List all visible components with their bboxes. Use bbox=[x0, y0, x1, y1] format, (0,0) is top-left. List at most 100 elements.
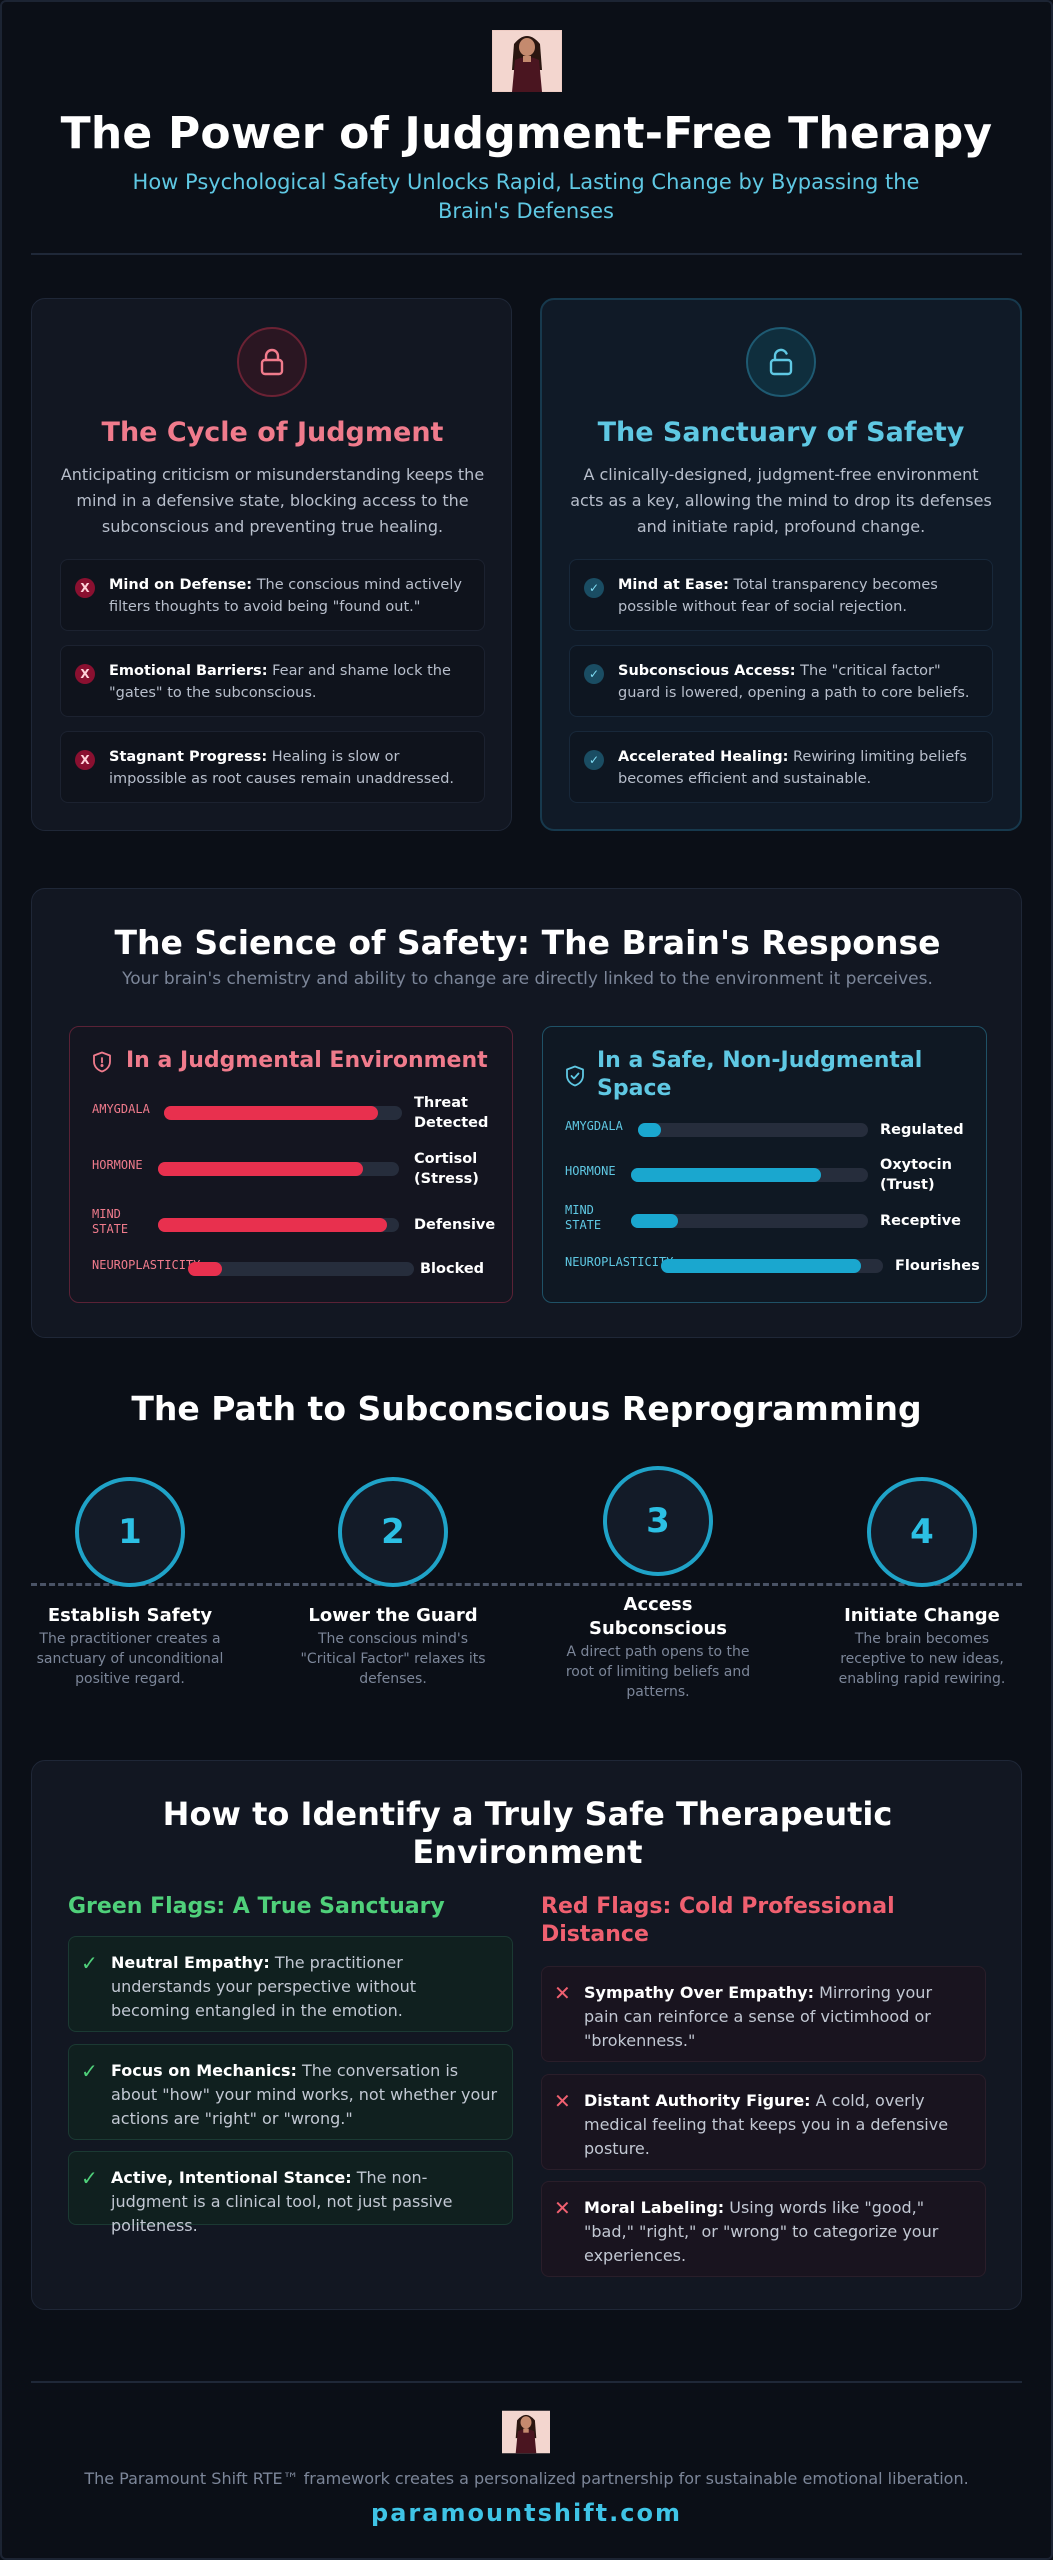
card-description: A clinically-designed, judgment-free env… bbox=[570, 465, 992, 536]
bar-value: Receptive bbox=[880, 1213, 961, 1229]
x-icon: ✕ bbox=[554, 2196, 571, 2220]
item-label: Accelerated Healing: bbox=[618, 749, 789, 765]
bar-label: HORMONE bbox=[565, 1164, 616, 1178]
card-title: The Cycle of Judgment bbox=[101, 417, 444, 448]
list-item: ✓ Mind at Ease: Total transparency becom… bbox=[569, 559, 993, 631]
item-label: Neutral Empathy: bbox=[111, 1953, 270, 1972]
step-desc: The practitioner creates a sanctuary of … bbox=[36, 1631, 224, 1687]
bar-value: Threat Detected bbox=[414, 1095, 489, 1131]
card-description: Anticipating criticism or misunderstandi… bbox=[60, 465, 485, 536]
lock-icon bbox=[237, 327, 307, 397]
step-title: Access Subconscious bbox=[589, 1594, 727, 1639]
panel-title: In a Safe, Non-Judgmental Space bbox=[597, 1048, 923, 1101]
bar-label: AMYGDALA bbox=[92, 1102, 150, 1116]
item-label: Mind at Ease: bbox=[618, 577, 729, 593]
step-title: Initiate Change bbox=[844, 1605, 1000, 1626]
item-label: Stagnant Progress: bbox=[109, 749, 268, 765]
bar-value: Blocked bbox=[420, 1261, 485, 1277]
item-text: The non-judgment is a clinical tool, not… bbox=[111, 2168, 453, 2235]
shield-check-icon bbox=[565, 1065, 585, 1091]
bar-fill bbox=[158, 1218, 387, 1232]
item-text: Healing is slow or impossible as root ca… bbox=[109, 749, 455, 787]
section-title: The Path to Subconscious Reprogramming bbox=[131, 1389, 922, 1428]
item-text: Mirroring your pain can reinforce a sens… bbox=[584, 1983, 933, 2050]
list-item: ✓ Focus on Mechanics: The conversation i… bbox=[68, 2044, 513, 2140]
item-text: The "critical factor" guard is lowered, … bbox=[618, 663, 970, 701]
list-item: ✕ Sympathy Over Empathy: Mirroring your … bbox=[541, 1966, 986, 2062]
step-desc: A direct path opens to the root of limit… bbox=[565, 1644, 751, 1700]
bar-fill bbox=[158, 1162, 363, 1176]
section-title: How to Identify a Truly Safe Therapeutic… bbox=[162, 1795, 893, 1871]
divider bbox=[31, 2381, 1022, 2383]
check-icon: ✓ bbox=[584, 664, 604, 684]
check-icon: ✓ bbox=[584, 578, 604, 598]
item-text: Using words like "good," "bad," "right,"… bbox=[584, 2198, 939, 2265]
list-item: ✓ Neutral Empathy: The practitioner unde… bbox=[68, 1936, 513, 2032]
check-icon: ✓ bbox=[81, 1951, 98, 1975]
science-section: The Science of Safety: The Brain's Respo… bbox=[31, 888, 1022, 1338]
shield-alert-icon bbox=[92, 1051, 112, 1077]
list-item: X Emotional Barriers: Fear and shame loc… bbox=[60, 645, 485, 717]
list-item: ✕ Moral Labeling: Using words like "good… bbox=[541, 2181, 986, 2277]
sanctuary-of-safety-card: The Sanctuary of Safety A clinically-des… bbox=[540, 298, 1022, 831]
step-number: 3 bbox=[603, 1466, 713, 1576]
check-icon: ✓ bbox=[81, 2059, 98, 2083]
bar-value: Defensive bbox=[414, 1217, 496, 1233]
safe-space-panel: In a Safe, Non-Judgmental Space AMYGDALA… bbox=[542, 1026, 987, 1303]
website-link[interactable]: paramountshift.com bbox=[371, 2499, 682, 2527]
item-text: Fear and shame lock the "gates" to the s… bbox=[109, 663, 451, 701]
item-label: Focus on Mechanics: bbox=[111, 2061, 297, 2080]
x-icon: ✕ bbox=[554, 1981, 571, 2005]
bar-label: MIND STATE bbox=[92, 1207, 129, 1236]
item-text: A cold, overly medical feeling that keep… bbox=[584, 2091, 949, 2158]
bar-value: Flourishes bbox=[895, 1258, 980, 1274]
item-label: Distant Authority Figure: bbox=[584, 2091, 811, 2110]
list-item: X Mind on Defense: The conscious mind ac… bbox=[60, 559, 485, 631]
step-desc: The conscious mind's "Critical Factor" r… bbox=[300, 1631, 486, 1687]
bar-value: Oxytocin (Trust) bbox=[880, 1157, 952, 1193]
list-item: ✕ Distant Authority Figure: A cold, over… bbox=[541, 2074, 986, 2170]
green-flags-heading: Green Flags: A True Sanctuary bbox=[68, 1894, 445, 1919]
list-item: X Stagnant Progress: Healing is slow or … bbox=[60, 731, 485, 803]
card-title: The Sanctuary of Safety bbox=[597, 417, 965, 448]
divider bbox=[31, 253, 1022, 255]
avatar bbox=[491, 29, 563, 93]
step-number: 4 bbox=[867, 1477, 977, 1587]
footer-text: The Paramount Shift RTE™ framework creat… bbox=[84, 2469, 969, 2488]
item-label: Subconscious Access: bbox=[618, 663, 796, 679]
bar-track bbox=[638, 1123, 868, 1137]
bar-track bbox=[158, 1218, 399, 1232]
unlock-icon bbox=[746, 327, 816, 397]
check-icon: ✓ bbox=[81, 2166, 98, 2190]
bar-label: MIND STATE bbox=[565, 1203, 602, 1232]
list-item: ✓ Accelerated Healing: Rewiring limiting… bbox=[569, 731, 993, 803]
step-number: 1 bbox=[75, 1477, 185, 1587]
x-icon: X bbox=[75, 664, 95, 684]
bar-track bbox=[158, 1162, 399, 1176]
item-text: Total transparency becomes possible with… bbox=[618, 577, 938, 615]
flags-section: How to Identify a Truly Safe Therapeutic… bbox=[31, 1760, 1022, 2310]
panel-title: In a Judgmental Environment bbox=[126, 1048, 488, 1073]
bar-label: NEUROPLASTICITY bbox=[565, 1255, 674, 1269]
bar-fill bbox=[638, 1123, 661, 1137]
bar-fill bbox=[164, 1106, 378, 1120]
judgmental-environment-panel: In a Judgmental Environment AMYGDALA Thre… bbox=[69, 1026, 513, 1303]
bar-label: AMYGDALA bbox=[565, 1119, 623, 1133]
step-number: 2 bbox=[338, 1477, 448, 1587]
item-label: Moral Labeling: bbox=[584, 2198, 725, 2217]
bar-fill bbox=[188, 1262, 222, 1276]
step-desc: The brain becomes receptive to new ideas… bbox=[838, 1631, 1006, 1687]
item-label: Emotional Barriers: bbox=[109, 663, 268, 679]
bar-value: Cortisol (Stress) bbox=[414, 1151, 479, 1187]
step-title: Lower the Guard bbox=[308, 1605, 478, 1626]
bar-track bbox=[661, 1259, 883, 1273]
bar-track bbox=[631, 1168, 868, 1182]
step-title: Establish Safety bbox=[47, 1605, 213, 1626]
timeline-line bbox=[31, 1583, 1022, 1586]
x-icon: ✕ bbox=[554, 2089, 571, 2113]
bar-track bbox=[188, 1262, 414, 1276]
page-subtitle: How Psychological Safety Unlocks Rapid, … bbox=[132, 170, 920, 223]
x-icon: X bbox=[75, 750, 95, 770]
page-title: The Power of Judgment-Free Therapy bbox=[60, 108, 993, 159]
red-flags-heading: Red Flags: Cold Professional Distance bbox=[541, 1894, 895, 1947]
